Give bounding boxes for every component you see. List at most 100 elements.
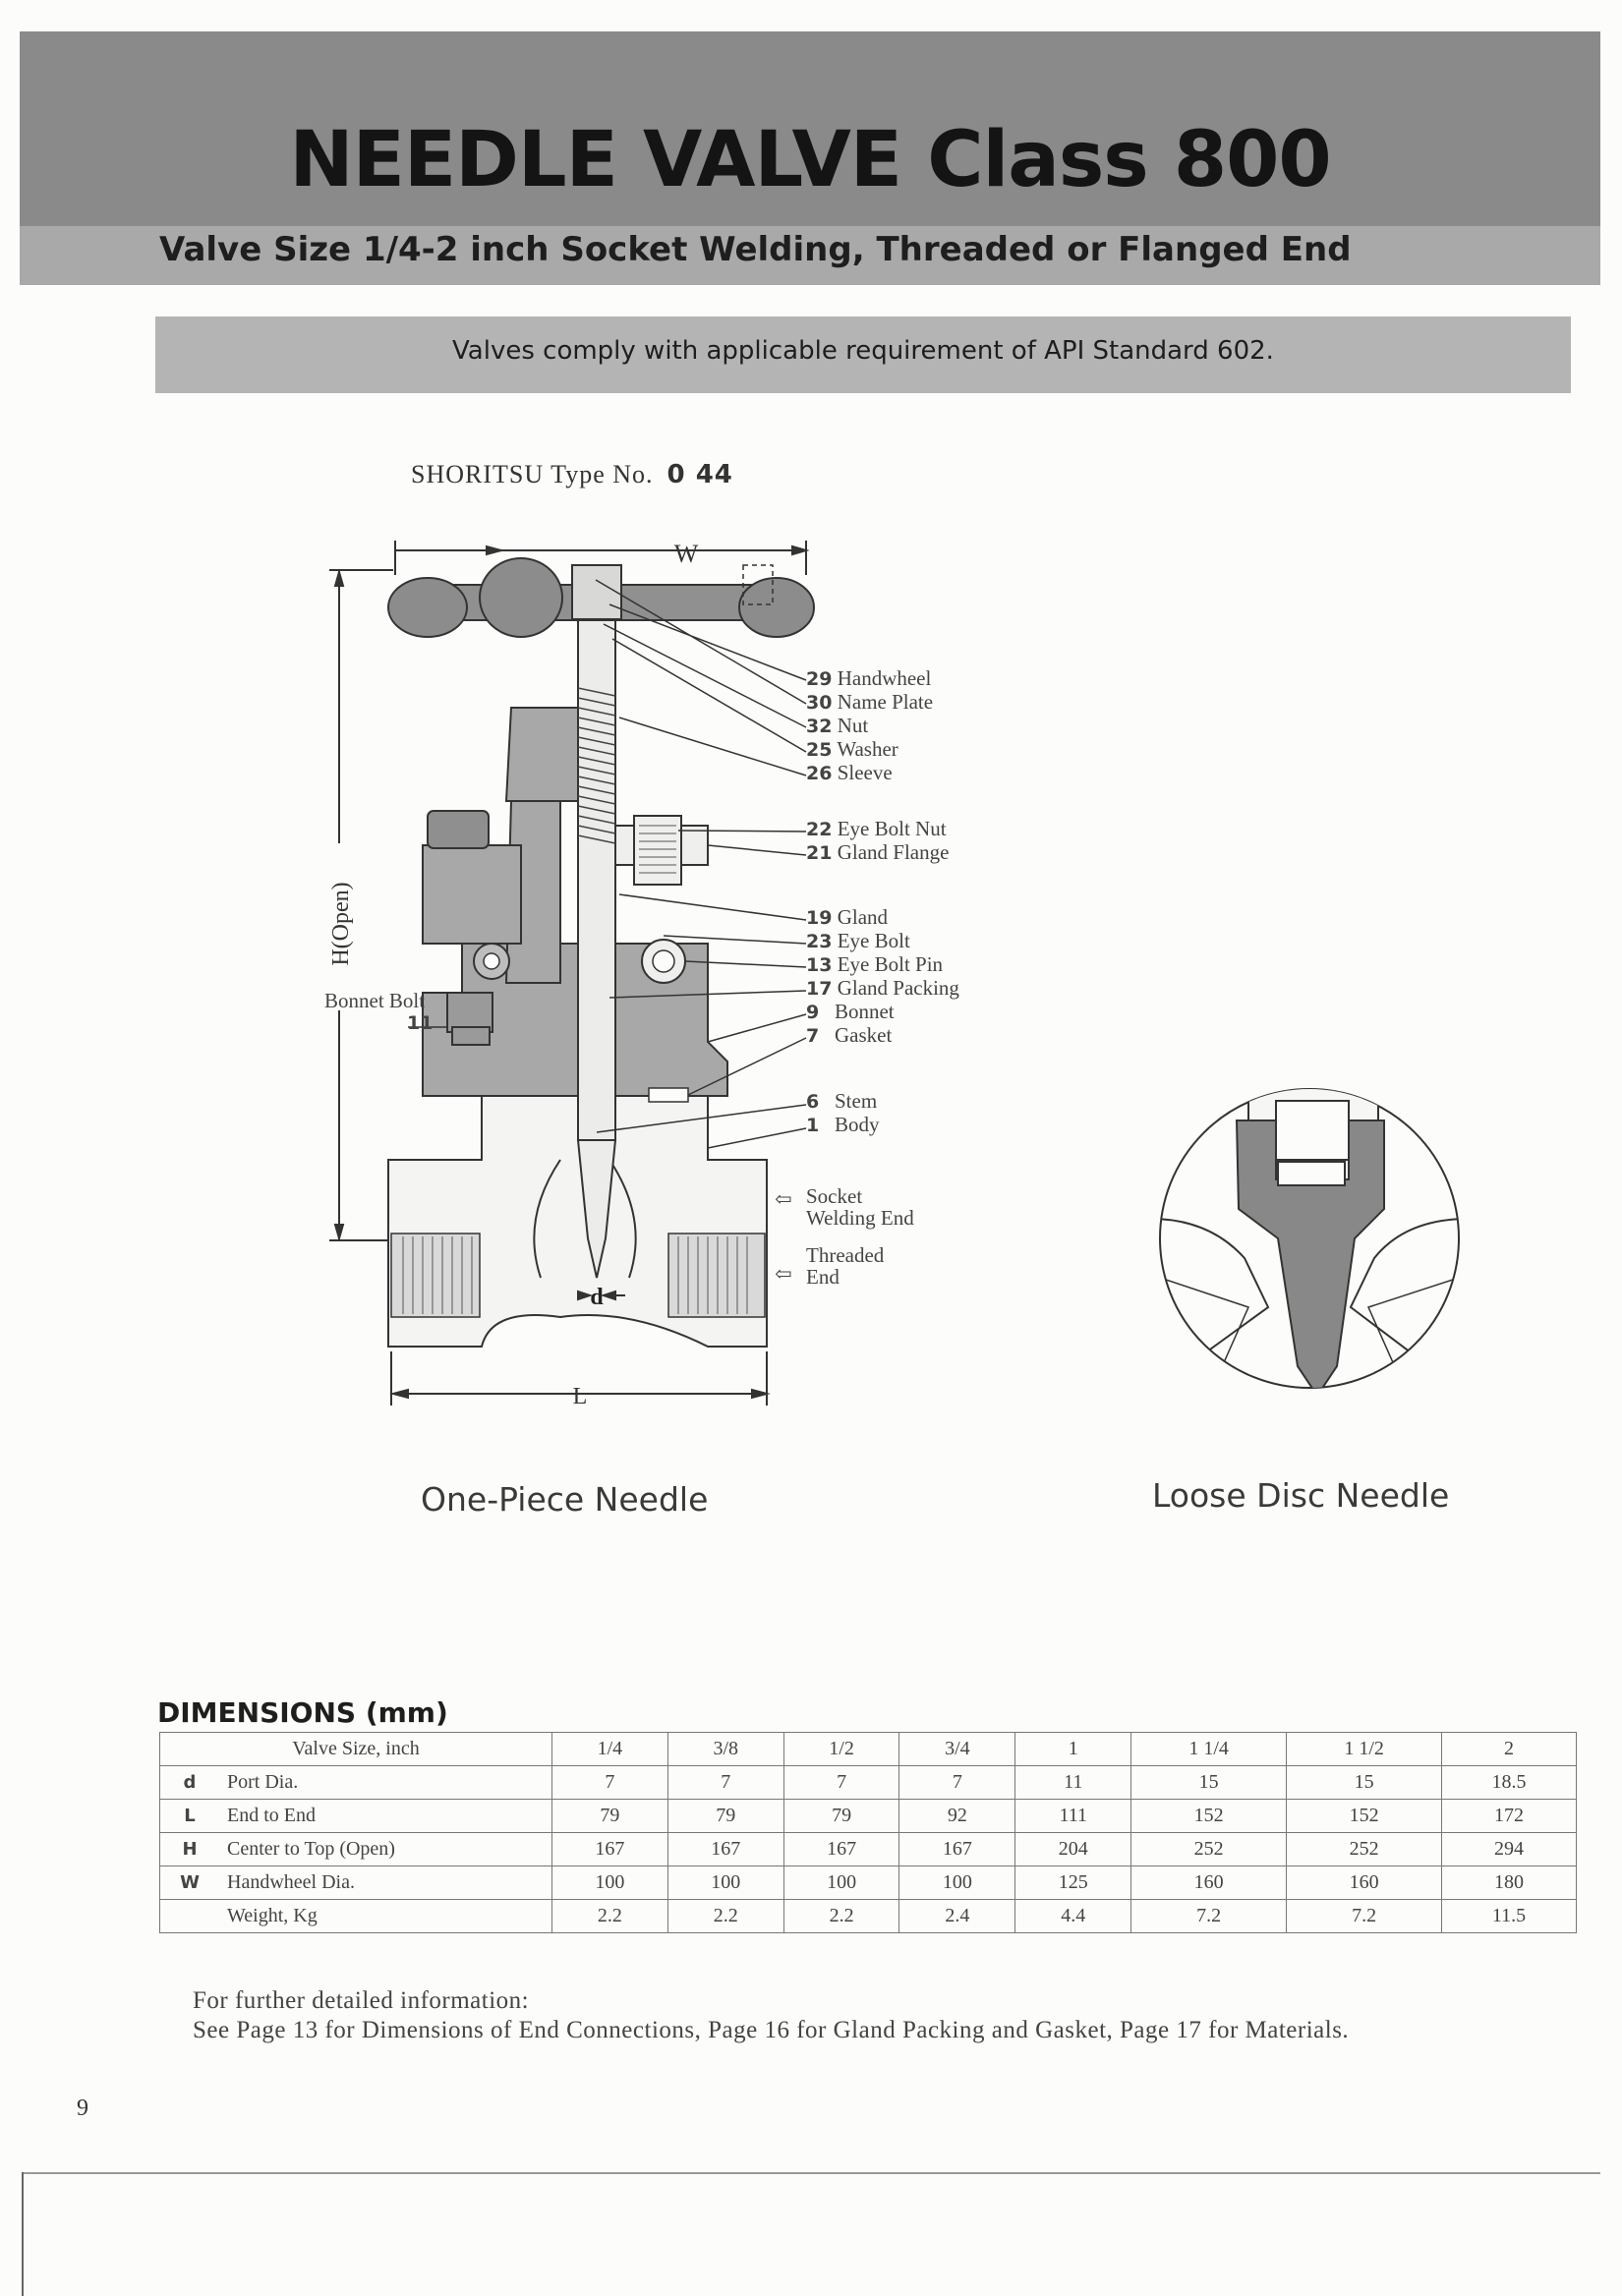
value-cell: 4.4 bbox=[1014, 1899, 1132, 1933]
value-cell: 204 bbox=[1014, 1832, 1132, 1866]
bonnet-bolt-number: 11 bbox=[407, 1012, 434, 1034]
value-cell: 111 bbox=[1014, 1799, 1132, 1833]
value-cell: 100 bbox=[782, 1866, 900, 1900]
size-cell: 1/2 bbox=[782, 1732, 900, 1766]
size-cell: 1 1/4 bbox=[1130, 1732, 1288, 1766]
table-row: d Port Dia. 7 7 7 7 11 15 15 18.5 bbox=[159, 1765, 1577, 1800]
value-cell: 7 bbox=[666, 1765, 784, 1800]
valve-sectional-drawing: W H(Open) bbox=[326, 540, 815, 1409]
compliance-note: Valves comply with applicable requiremen… bbox=[452, 336, 1274, 366]
row-label: Port Dia. bbox=[219, 1765, 552, 1800]
table-row: W Handwheel Dia. 100 100 100 100 125 160… bbox=[159, 1866, 1577, 1900]
size-cell: 1 1/2 bbox=[1286, 1732, 1443, 1766]
dimension-l-label: L bbox=[573, 1384, 588, 1409]
bottom-rule bbox=[22, 2172, 1600, 2174]
value-cell: 160 bbox=[1130, 1866, 1288, 1900]
row-symbol: H bbox=[159, 1832, 219, 1866]
page-title: NEEDLE VALVE Class 800 bbox=[289, 116, 1331, 204]
part-26: 26 Sleeve bbox=[806, 761, 893, 784]
value-cell: 11.5 bbox=[1441, 1899, 1577, 1933]
row-symbol: W bbox=[159, 1866, 219, 1900]
part-25: 25 Washer bbox=[806, 737, 898, 761]
value-cell: 294 bbox=[1441, 1832, 1577, 1866]
dimension-h-gap bbox=[326, 843, 354, 1010]
value-cell: 7 bbox=[898, 1765, 1016, 1800]
part-13: 13 Eye Bolt Pin bbox=[806, 952, 944, 976]
header-valve-size: Valve Size, inch bbox=[159, 1732, 552, 1766]
dimension-d bbox=[577, 1290, 625, 1301]
value-cell: 2.2 bbox=[666, 1899, 784, 1933]
valve-body bbox=[387, 1095, 768, 1348]
part-1: 1 Body bbox=[806, 1113, 880, 1136]
dimension-w-label: W bbox=[674, 540, 699, 568]
value-cell: 252 bbox=[1286, 1832, 1443, 1866]
bonnet-bolt-label: Bonnet Bolt bbox=[324, 989, 426, 1012]
page-subtitle: Valve Size 1/4-2 inch Socket Welding, Th… bbox=[159, 230, 1352, 269]
size-cell: 2 bbox=[1441, 1732, 1577, 1766]
loose-disc-detail bbox=[1159, 1088, 1460, 1389]
value-cell: 79 bbox=[666, 1799, 784, 1833]
value-cell: 2.4 bbox=[898, 1899, 1016, 1933]
value-cell: 172 bbox=[1441, 1799, 1577, 1833]
type-label: SHORITSU Type No. bbox=[411, 460, 654, 488]
part-21: 21 Gland Flange bbox=[806, 840, 950, 864]
row-label: End to End bbox=[219, 1799, 552, 1833]
value-cell: 167 bbox=[898, 1832, 1016, 1866]
compliance-band bbox=[155, 316, 1571, 393]
size-cell: 1 bbox=[1014, 1732, 1132, 1766]
value-cell: 100 bbox=[898, 1866, 1016, 1900]
row-symbol bbox=[159, 1899, 219, 1933]
value-cell: 79 bbox=[782, 1799, 900, 1833]
threaded-end-arrow: ⇦ bbox=[775, 1262, 792, 1286]
socket-end-arrow: ⇦ bbox=[775, 1187, 792, 1211]
row-symbol: L bbox=[159, 1799, 219, 1833]
page-number: 9 bbox=[77, 2095, 88, 2121]
value-cell: 100 bbox=[666, 1866, 784, 1900]
part-32: 32 Nut bbox=[806, 714, 869, 737]
table-row: H Center to Top (Open) 167 167 167 167 2… bbox=[159, 1832, 1577, 1866]
value-cell: 7.2 bbox=[1286, 1899, 1443, 1933]
row-symbol: d bbox=[159, 1765, 219, 1800]
table-row: L End to End 79 79 79 92 111 152 152 172 bbox=[159, 1799, 1577, 1833]
dimension-d-label: d bbox=[590, 1285, 604, 1310]
footer-line-2: See Page 13 for Dimensions of End Connec… bbox=[193, 2017, 1350, 2043]
value-cell: 7.2 bbox=[1130, 1899, 1288, 1933]
value-cell: 167 bbox=[666, 1832, 784, 1866]
handwheel bbox=[387, 557, 815, 638]
leader-lines bbox=[408, 579, 807, 1149]
size-cell: 3/8 bbox=[666, 1732, 784, 1766]
row-label: Weight, Kg bbox=[219, 1899, 552, 1933]
value-cell: 7 bbox=[782, 1765, 900, 1800]
subtitle-band bbox=[20, 226, 1600, 285]
part-23: 23 Eye Bolt bbox=[806, 929, 910, 952]
table-header-row: Valve Size, inch 1/4 3/8 1/2 3/4 1 1 1/4… bbox=[159, 1732, 1577, 1766]
type-number: SHORITSU Type No.0 44 bbox=[411, 460, 733, 489]
left-rule bbox=[22, 2172, 24, 2296]
value-cell: 100 bbox=[551, 1866, 668, 1900]
part-22: 22 Eye Bolt Nut bbox=[806, 817, 947, 840]
value-cell: 15 bbox=[1286, 1765, 1443, 1800]
value-cell: 2.2 bbox=[551, 1899, 668, 1933]
caption-one-piece-needle: One-Piece Needle bbox=[421, 1480, 709, 1519]
size-cell: 3/4 bbox=[898, 1732, 1016, 1766]
part-9: 9 Bonnet bbox=[806, 1000, 895, 1023]
value-cell: 252 bbox=[1130, 1832, 1288, 1866]
value-cell: 167 bbox=[551, 1832, 668, 1866]
part-6: 6 Stem bbox=[806, 1089, 878, 1113]
value-cell: 125 bbox=[1014, 1866, 1132, 1900]
table-row: Weight, Kg 2.2 2.2 2.2 2.4 4.4 7.2 7.2 1… bbox=[159, 1899, 1577, 1933]
dimension-w bbox=[394, 541, 810, 575]
value-cell: 92 bbox=[898, 1799, 1016, 1833]
footer-line-1: For further detailed information: bbox=[193, 1987, 530, 2014]
yoke bbox=[422, 707, 610, 984]
value-cell: 15 bbox=[1130, 1765, 1288, 1800]
part-29: 29 Handwheel bbox=[806, 666, 932, 690]
part-19: 19 Gland bbox=[806, 905, 889, 929]
caption-loose-disc-needle: Loose Disc Needle bbox=[1152, 1476, 1450, 1515]
stem bbox=[576, 589, 617, 1279]
size-cell: 1/4 bbox=[551, 1732, 668, 1766]
value-cell: 152 bbox=[1286, 1799, 1443, 1833]
value-cell: 180 bbox=[1441, 1866, 1577, 1900]
